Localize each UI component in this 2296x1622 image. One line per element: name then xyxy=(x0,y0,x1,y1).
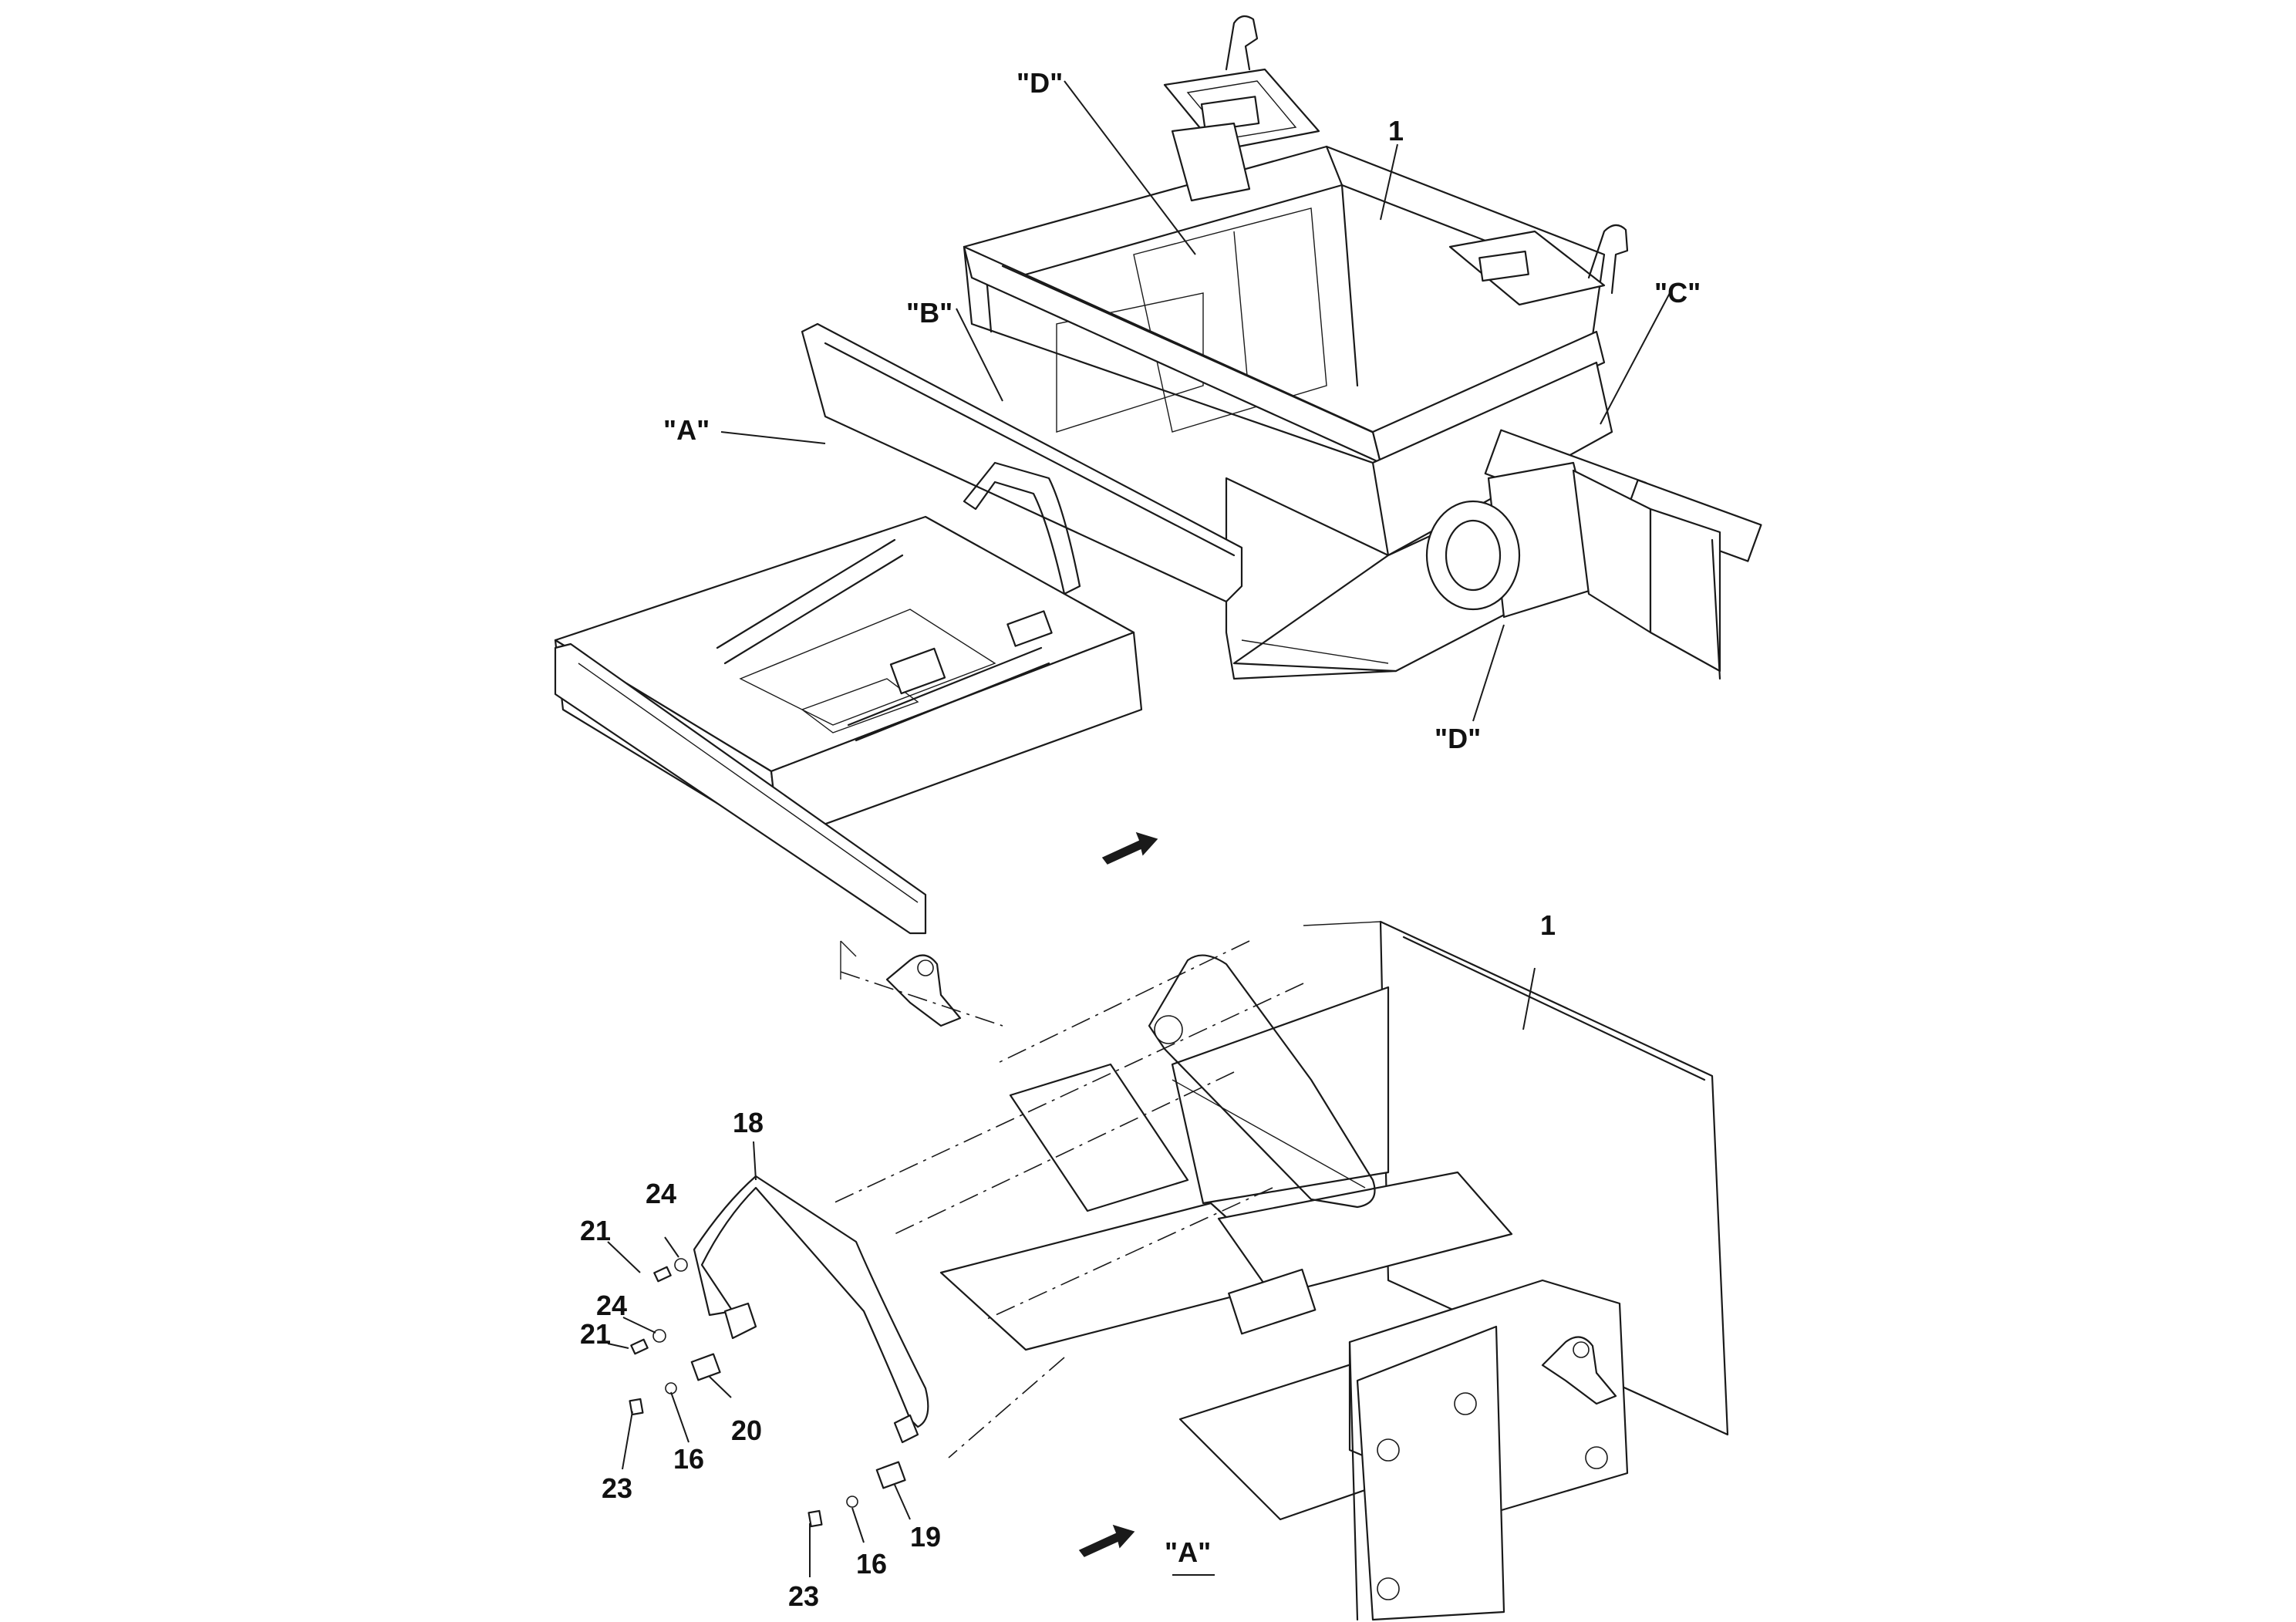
detail-a-assembly xyxy=(629,920,1729,1621)
label-part-21-lower: 21 xyxy=(580,1318,611,1350)
label-part-1-bottom: 1 xyxy=(1540,909,1556,941)
leader-lines xyxy=(607,80,1671,1577)
label-part-19: 19 xyxy=(910,1521,941,1553)
label-part-1-top: 1 xyxy=(1388,115,1404,147)
callout-labels: "D" "B" "A" "C" "D" 1 1 18 24 21 24 21 2… xyxy=(580,67,1701,1612)
label-view-d-top: "D" xyxy=(1017,67,1063,99)
label-part-18: 18 xyxy=(733,1107,764,1138)
label-view-d-bottom: "D" xyxy=(1435,723,1481,754)
direction-arrow-icon xyxy=(1101,831,1158,865)
direction-arrow-icon xyxy=(1078,1524,1135,1557)
label-part-24-upper: 24 xyxy=(646,1178,676,1209)
label-view-a-top: "A" xyxy=(663,414,710,446)
label-part-21-upper: 21 xyxy=(580,1215,611,1246)
label-part-23-bottom: 23 xyxy=(788,1580,819,1612)
label-part-23-left: 23 xyxy=(602,1472,632,1504)
label-view-c: "C" xyxy=(1654,277,1701,309)
label-part-16-left: 16 xyxy=(673,1443,704,1475)
label-detail-a: "A" xyxy=(1165,1536,1211,1568)
label-part-24-lower: 24 xyxy=(596,1290,627,1321)
label-view-b: "B" xyxy=(906,297,952,329)
fastener-group xyxy=(629,1258,906,1528)
label-part-16-bottom: 16 xyxy=(856,1548,887,1580)
main-frame-assembly xyxy=(554,15,1762,935)
label-part-20: 20 xyxy=(731,1415,762,1446)
